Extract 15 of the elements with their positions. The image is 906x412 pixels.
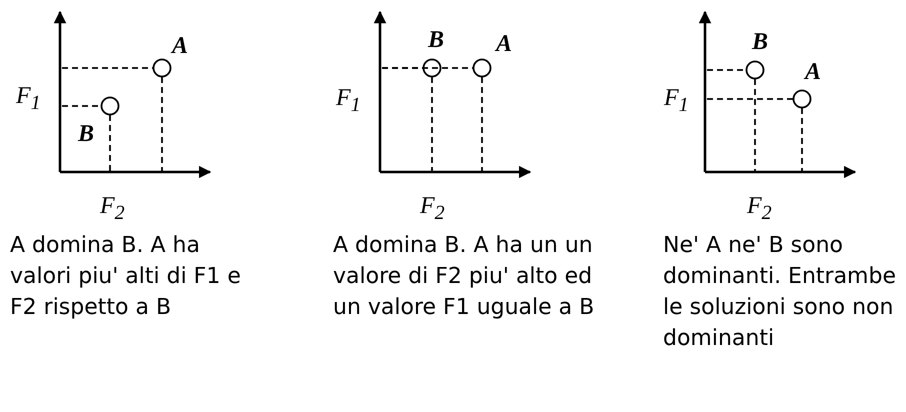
point-label: A [805,60,822,84]
point-label: B [428,28,444,52]
axis-label: F$_{2}$ [747,194,772,223]
caption-text: Ne' A ne' B sono dominanti. Entrambe le soluzioni sono non dominanti [663,232,897,353]
axis-label: F$_{2}$ [420,194,445,223]
caption-text: A domina B. A ha valori piu' alti di F1 e F2 rispetto a B [10,232,242,322]
point-label: B [78,122,94,146]
point-label: B [752,30,768,54]
axis-label: F$_{1}$ [16,84,41,113]
point-label: A [172,34,188,58]
caption-text: A domina B. A ha un un valore di F2 piu' alto ed un valore F1 uguale a B [333,232,596,322]
axis-label: F$_{1}$ [336,86,361,115]
point-label: A [496,32,512,56]
axis-label: F$_{2}$ [100,194,125,223]
axis-label: F$_{1}$ [664,86,689,115]
